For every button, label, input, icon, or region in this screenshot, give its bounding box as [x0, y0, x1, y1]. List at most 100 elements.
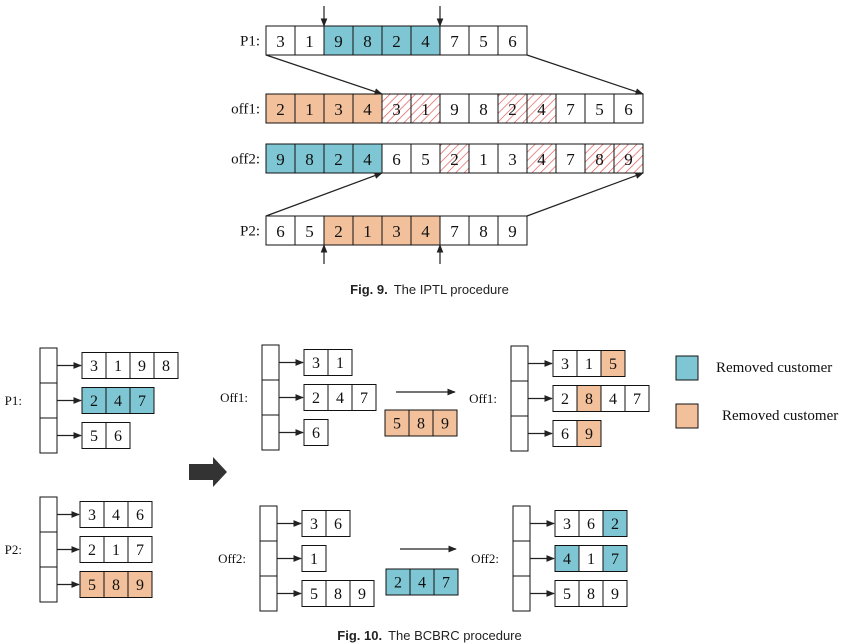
cell-box	[265, 25, 296, 56]
cell-value: 8	[479, 100, 488, 119]
off2-row-cell: 4	[352, 143, 383, 174]
cell-value: 7	[611, 551, 619, 568]
cell-box	[497, 143, 528, 174]
cell-box	[265, 143, 296, 174]
cell-value: 7	[138, 393, 146, 410]
cell-value: 8	[334, 586, 342, 603]
cell-value: 2	[334, 222, 343, 241]
cell-box	[468, 25, 499, 56]
off2-route-cell: 9	[349, 580, 375, 607]
cell-box	[381, 143, 412, 174]
cell-value: 8	[305, 150, 314, 169]
cell-box	[578, 580, 604, 607]
off2-result-route-cell: 6	[578, 510, 604, 537]
cell-value: 5	[595, 100, 604, 119]
cell-value: 4	[112, 507, 120, 524]
route-pointer-slot	[512, 540, 531, 577]
cell-value: 7	[450, 32, 459, 51]
cell-value: 2	[450, 150, 459, 169]
fig10-caption: Fig. 10. The BCBRC procedure	[0, 628, 859, 643]
mapping-arrow	[265, 54, 383, 95]
off2-row-cell: 8	[584, 143, 615, 174]
cell-value: 2	[276, 100, 285, 119]
fig10-caption-number: Fig. 10.	[337, 628, 383, 643]
cell-value: 3	[88, 507, 96, 524]
off1-result-route-cell: 4	[600, 385, 626, 412]
p1-row-cell: 3	[265, 25, 296, 56]
p2-row-label: P2:	[240, 224, 260, 240]
cell-box	[325, 580, 351, 607]
off2-row-cell: 3	[497, 143, 528, 174]
fig10-caption-text: The BCBRC procedure	[388, 628, 522, 643]
cell-value: 8	[585, 391, 593, 408]
route-pointer-slot	[510, 380, 529, 417]
cell-box	[584, 143, 615, 174]
cell-value: 7	[360, 390, 368, 407]
off1-route-cell: 7	[351, 384, 377, 411]
cell-box	[303, 384, 329, 411]
cell-value: 4	[421, 222, 430, 241]
cell-value: 9	[334, 32, 343, 51]
legend-swatch	[675, 355, 699, 381]
p2-route-cell: 3	[79, 501, 105, 528]
cell-value: 4	[609, 391, 617, 408]
cell-value: 6	[508, 32, 517, 51]
route-pointer-slot	[259, 505, 278, 542]
p2-label: P2:	[5, 542, 22, 557]
cell-value: 7	[633, 391, 641, 408]
route-pointer-slot	[39, 566, 58, 603]
off2-result-route-cell: 7	[602, 545, 628, 572]
route-pointer-slot	[39, 417, 58, 454]
p1-row-cell: 6	[497, 25, 528, 56]
cell-value: 6	[114, 428, 122, 445]
off1-row-cell: 3	[381, 93, 412, 124]
legend-item: Removed customer	[675, 355, 832, 381]
cell-box	[294, 215, 325, 246]
cell-value: 9	[450, 100, 459, 119]
cell-box	[381, 25, 412, 56]
cell-value: 6	[136, 507, 144, 524]
cell-value: 5	[563, 586, 571, 603]
fig9-caption-number: Fig. 9.	[350, 282, 388, 297]
mapping-arrow	[526, 172, 644, 217]
cell-value: 9	[358, 586, 366, 603]
cell-value: 3	[334, 100, 343, 119]
p1-route-cell: 3	[81, 352, 107, 379]
off2-row-cell: 5	[410, 143, 441, 174]
off2-row-label: off2:	[231, 152, 260, 168]
cell-box	[439, 143, 470, 174]
cell-box	[468, 93, 499, 124]
off1-row-cell: 1	[294, 93, 325, 124]
cell-value: 1	[336, 355, 344, 372]
off1-result-route-cell: 3	[552, 350, 578, 377]
p2-row-cell: 8	[468, 215, 499, 246]
cell-value: 4	[421, 32, 430, 51]
cell-box	[127, 501, 153, 528]
off1-row-cell: 2	[497, 93, 528, 124]
off1-result-route-cell: 9	[576, 420, 602, 447]
cell-box	[578, 545, 604, 572]
p2-row-cell: 6	[265, 215, 296, 246]
off1-result-route-cell: 5	[600, 350, 626, 377]
cell-box	[410, 143, 441, 174]
cell-box	[554, 545, 580, 572]
cell-value: 6	[624, 100, 633, 119]
cell-value: 4	[114, 393, 122, 410]
off2-row-cell: 9	[265, 143, 296, 174]
route-pointer-slot	[259, 540, 278, 577]
cell-value: 1	[421, 100, 430, 119]
off2-row-cell: 9	[613, 143, 644, 174]
cell-value: 9	[508, 222, 517, 241]
off2-result-route-cell: 1	[578, 545, 604, 572]
cell-box	[323, 25, 354, 56]
cell-box	[576, 350, 602, 377]
cell-box	[127, 571, 153, 598]
cell-box	[103, 501, 129, 528]
off2-result-route-cell: 9	[602, 580, 628, 607]
cell-value: 1	[112, 542, 120, 559]
cell-value: 5	[421, 150, 430, 169]
cell-value: 2	[611, 516, 619, 533]
cell-box	[554, 580, 580, 607]
cell-box	[81, 422, 107, 449]
